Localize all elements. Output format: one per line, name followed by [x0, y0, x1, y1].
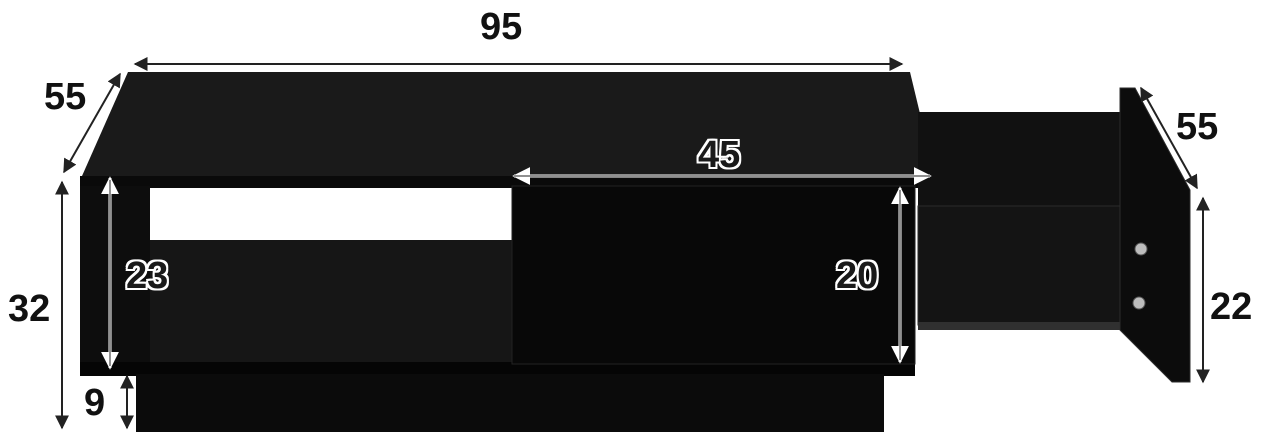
drawer-compartment-front [511, 185, 916, 365]
screw-icon [1134, 242, 1148, 256]
label-base-height: 9 [84, 382, 106, 424]
dimension-arrows [55, 57, 1210, 430]
label-drawer-front-width: 45 [698, 134, 741, 176]
label-drawer-height: 22 [1210, 286, 1253, 328]
table-top-surface [82, 72, 935, 176]
table-body [80, 72, 935, 432]
open-shelf-opening [150, 188, 512, 240]
drawer-inner-back [918, 112, 1172, 206]
open-drawer [917, 87, 1191, 383]
base-plinth [136, 374, 884, 432]
arrow-drawer-depth [1140, 86, 1198, 190]
label-top-depth: 55 [44, 76, 87, 118]
arrow-top-depth [63, 72, 121, 174]
label-top-width: 95 [480, 6, 523, 48]
label-total-height: 32 [8, 288, 51, 330]
open-shelf-interior [150, 240, 512, 365]
label-drawer-depth: 55 [1176, 106, 1219, 148]
label-shelf-height: 23 [126, 255, 169, 297]
shelf-bottom-edge [80, 362, 915, 376]
drawer-rail [918, 322, 1168, 330]
label-compartment-height: 20 [836, 255, 879, 297]
screw-icon [1132, 296, 1146, 310]
